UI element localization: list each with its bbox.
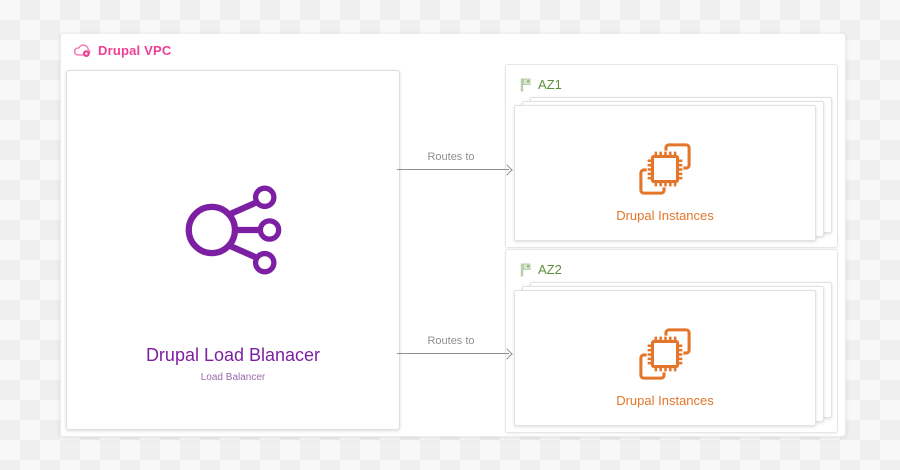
chip-icon (636, 142, 694, 201)
az1-instances-label: Drupal Instances (616, 208, 714, 223)
az1-instances-stack: Drupal Instances (514, 97, 832, 241)
load-balancer-subtitle: Load Balancer (200, 372, 266, 383)
load-balancer-title: Drupal Load Blanacer (145, 345, 321, 365)
arrow-head-icon (501, 164, 513, 176)
az2-label: AZ2 (520, 262, 562, 277)
chip-icon (636, 327, 694, 386)
az2-instances-stack: Drupal Instances (514, 282, 832, 426)
load-balancer-icon (183, 183, 283, 282)
vpc-label-text: Drupal VPC (98, 43, 172, 58)
flag-icon (520, 263, 531, 277)
arrow-line (397, 353, 509, 354)
az1-label-text: AZ1 (538, 77, 562, 92)
arrow-line (397, 169, 509, 170)
connection-arrow-az2[interactable]: Routes to (397, 330, 513, 360)
connection-arrow-az1[interactable]: Routes to (397, 146, 513, 176)
arrow-head-icon (501, 348, 513, 360)
vpc-cloud-icon (73, 43, 92, 58)
flag-icon (520, 78, 531, 92)
az2-label-text: AZ2 (538, 262, 562, 277)
az1-label: AZ1 (520, 77, 562, 92)
connection-label: Routes to (427, 335, 475, 347)
vpc-container[interactable]: Drupal VPC Drupal Load Blanacer (60, 33, 846, 437)
az2-instances-node[interactable]: Drupal Instances (514, 290, 816, 426)
load-balancer-node[interactable]: Drupal Load Blanacer Load Balancer (66, 70, 400, 430)
connection-label: Routes to (427, 151, 475, 163)
az2-container[interactable]: AZ2 D (505, 249, 838, 433)
az1-instances-node[interactable]: Drupal Instances (514, 105, 816, 241)
az1-container[interactable]: AZ1 D (505, 64, 838, 248)
vpc-label: Drupal VPC (73, 43, 172, 58)
az2-instances-label: Drupal Instances (616, 393, 714, 408)
